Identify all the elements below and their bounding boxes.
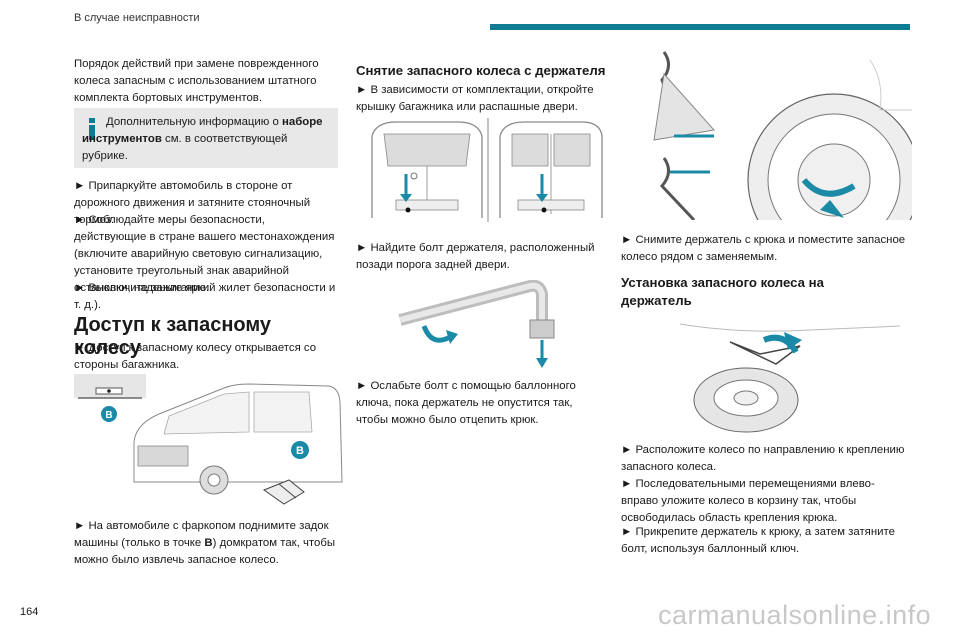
rear-doors-figure bbox=[371, 118, 603, 222]
step-ignition: ► Выключите зажигание. bbox=[74, 282, 210, 294]
remove-step-find-bolt: ► Найдите болт держателя, расположенный … bbox=[356, 242, 595, 271]
info-text: Дополнительную информацию о наборе инстр… bbox=[82, 116, 323, 162]
carrier-hook-figure bbox=[634, 40, 912, 220]
access-text: ► Доступ к запасному колесу открывается … bbox=[74, 342, 317, 371]
arrow-down-icon bbox=[400, 194, 412, 202]
page-number: 164 bbox=[20, 606, 39, 618]
remove-step-open: ► В зависимости от комплектации, откройт… bbox=[356, 84, 594, 113]
curved-arrow-icon bbox=[784, 332, 802, 350]
arrow-down-icon-2 bbox=[536, 194, 548, 202]
wheel-carrier-figure bbox=[680, 323, 901, 433]
install-step-attach: ► Прикрепите держатель к крюку, а затем … bbox=[621, 526, 895, 555]
lift-text: ► На автомобиле с фаркопом поднимите зад… bbox=[74, 520, 336, 566]
point-b-label-van: B bbox=[296, 445, 304, 457]
install-title: Установка запасного колеса на держатель bbox=[621, 275, 824, 308]
point-b-badge-van bbox=[291, 441, 309, 459]
watermark: carmanualsonline.info bbox=[658, 600, 932, 630]
remove-step-loosen: ► Ослабьте болт с помощью баллонного клю… bbox=[356, 380, 576, 426]
intro-paragraph: Порядок действий при замене поврежденног… bbox=[74, 58, 319, 104]
info-icon bbox=[88, 118, 96, 142]
rotate-arrow-icon bbox=[446, 330, 458, 344]
header-accent-bar bbox=[490, 24, 910, 30]
wheel-wrench-figure bbox=[398, 280, 555, 368]
install-step-basket: ► Последовательными перемещениями влево-… bbox=[621, 478, 875, 524]
arrow-down-left-icon bbox=[820, 200, 844, 218]
install-step-position: ► Расположите колесо по направлению к кр… bbox=[621, 444, 905, 473]
step-safety: ► Соблюдайте меры безопасности, действую… bbox=[74, 214, 336, 311]
step-park: ► Припаркуйте автомобиль в стороне от до… bbox=[74, 180, 311, 226]
remove-title: Снятие запасного колеса с держателя bbox=[356, 63, 606, 78]
remove-step-carrier: ► Снимите держатель с крюка и поместите … bbox=[621, 234, 906, 263]
running-header: В случае неисправности bbox=[74, 12, 200, 24]
jack-shape bbox=[262, 479, 305, 505]
point-b-badge-inset bbox=[101, 406, 117, 422]
access-title: Доступ к запасному колесу bbox=[74, 314, 272, 359]
van-jack-figure: B B bbox=[74, 374, 343, 505]
arrow-down-icon-3 bbox=[536, 358, 548, 368]
info-box: Дополнительную информацию о наборе инстр… bbox=[74, 108, 338, 168]
point-b-label-inset: B bbox=[105, 410, 112, 421]
